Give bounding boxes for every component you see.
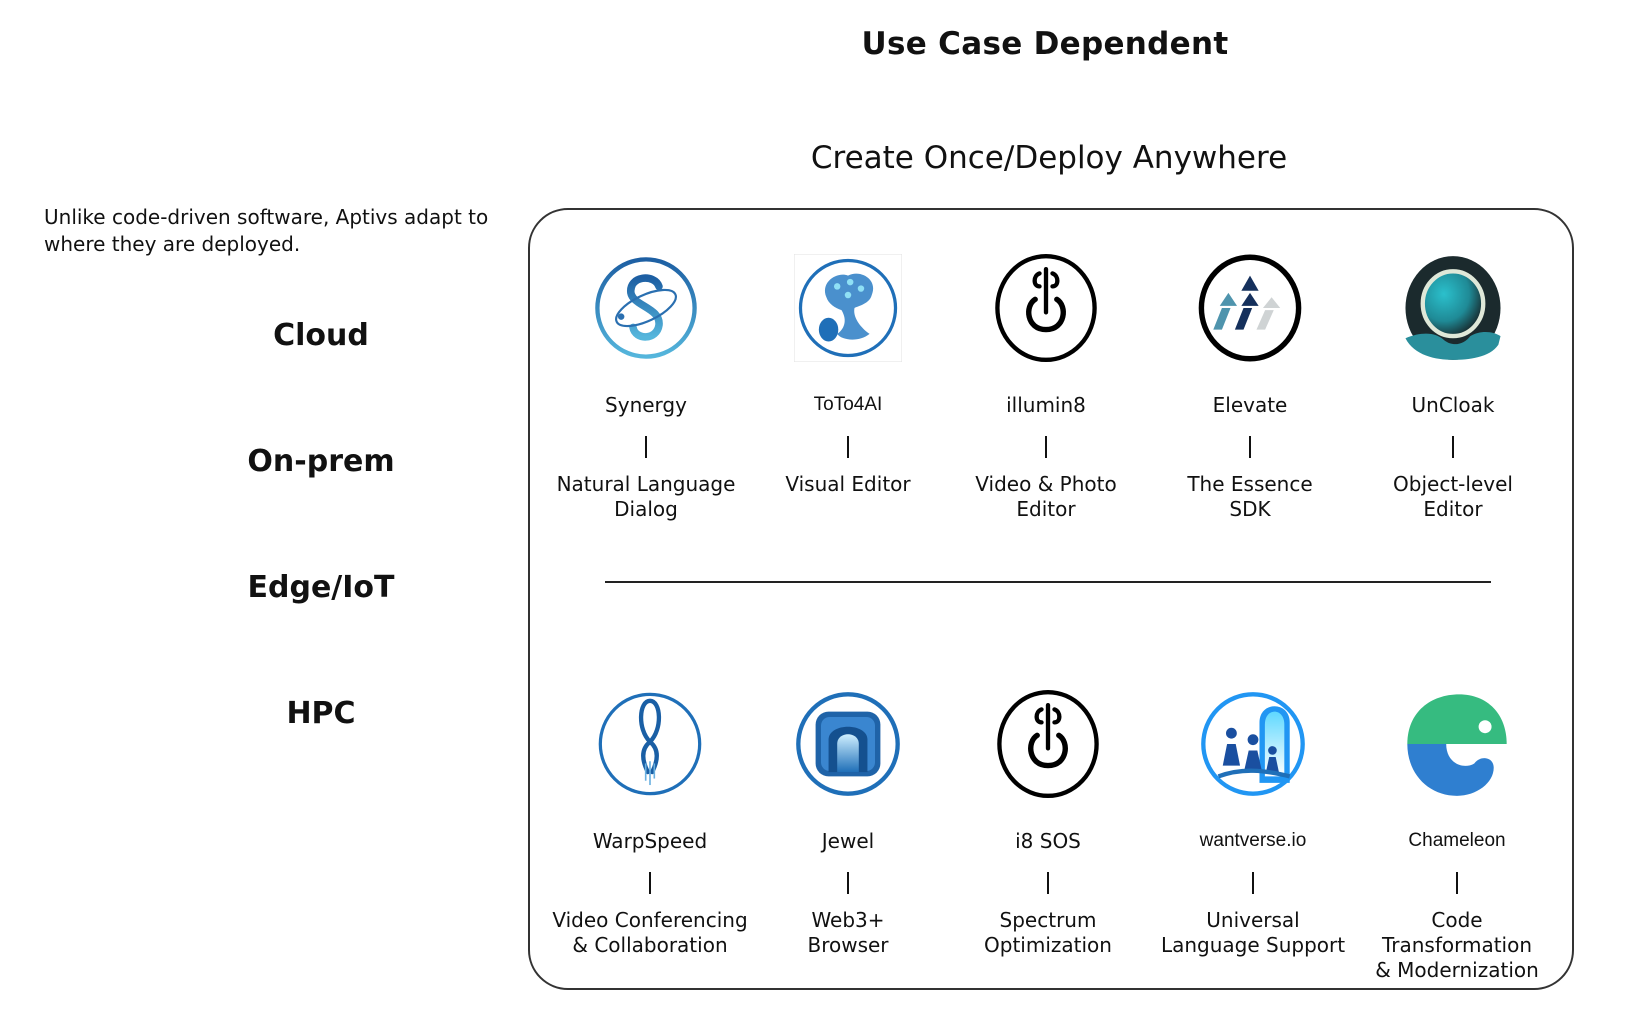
product-description: Web3+ Browser [807, 908, 889, 957]
product-name: wantverse.io [1199, 830, 1307, 851]
env-label-edge-iot: Edge/IoT [247, 570, 395, 605]
section-heading: Create Once/Deploy Anywhere [810, 140, 1288, 176]
elevate-arrows-logo-icon [1196, 254, 1304, 362]
product-name: UnCloak [1411, 393, 1495, 417]
product-description: Video Conferencing & Collaboration [552, 908, 748, 957]
product-card-elevate: Elevate The Essence SDK [1150, 254, 1350, 522]
separator-line [645, 436, 647, 458]
product-card-chameleon: Chameleon Code Transformation & Moderniz… [1357, 690, 1557, 983]
product-description: Object-level Editor [1393, 472, 1513, 521]
product-name: WarpSpeed [592, 829, 708, 853]
page-title: Use Case Dependent [861, 26, 1229, 62]
product-name: Elevate [1212, 393, 1288, 417]
product-description: The Essence SDK [1187, 472, 1313, 521]
product-name: illumin8 [1006, 393, 1086, 417]
separator-line [1252, 872, 1254, 894]
intro-text: Unlike code-driven software, Aptivs adap… [44, 205, 489, 256]
separator-line [1047, 872, 1049, 894]
product-card-warpspeed: WarpSpeed Video Conferencing & Collabora… [550, 690, 750, 958]
i8sos-power-logo-icon [994, 690, 1102, 798]
wantverse-family-logo-icon [1199, 690, 1307, 798]
product-description: Visual Editor [785, 472, 911, 496]
jewel-tunnel-logo-icon [794, 690, 902, 798]
uncloak-orb-logo-icon [1399, 254, 1507, 362]
warpspeed-rocket-logo-icon [596, 690, 704, 798]
product-card-uncloak: UnCloak Object-level Editor [1353, 254, 1553, 522]
separator-line [1452, 436, 1454, 458]
chameleon-c-logo-icon [1403, 690, 1511, 798]
illumin8-power-logo-icon [992, 254, 1100, 362]
product-name: Synergy [605, 393, 687, 417]
product-description: Code Transformation & Modernization [1375, 908, 1539, 982]
product-description: Natural Language Dialog [556, 472, 736, 521]
product-card-illumin8: illumin8 Video & Photo Editor [946, 254, 1146, 522]
separator-line [1249, 436, 1251, 458]
product-card-i8-sos: i8 SOS Spectrum Optimization [948, 690, 1148, 958]
synergy-s-orbit-logo-icon [592, 254, 700, 362]
product-card-jewel: Jewel Web3+ Browser [748, 690, 948, 958]
product-card-wantverse: wantverse.io Universal Language Support [1153, 690, 1353, 958]
row-divider [605, 581, 1491, 583]
product-name: i8 SOS [1015, 829, 1081, 853]
product-card-toto4ai: ToTo4AI Visual Editor [748, 254, 948, 497]
separator-line [1456, 872, 1458, 894]
product-description: Spectrum Optimization [984, 908, 1112, 957]
env-label-on-prem: On-prem [247, 444, 395, 479]
separator-line [847, 872, 849, 894]
env-label-cloud: Cloud [273, 318, 369, 353]
env-label-hpc: HPC [286, 696, 356, 731]
separator-line [847, 436, 849, 458]
product-description: Universal Language Support [1160, 908, 1346, 957]
product-card-synergy: Synergy Natural Language Dialog [546, 254, 746, 522]
toto4ai-brain-tree-logo-icon [794, 254, 902, 362]
product-name: Chameleon [1408, 830, 1506, 851]
product-description: Video & Photo Editor [975, 472, 1117, 521]
separator-line [1045, 436, 1047, 458]
product-name: Jewel [821, 829, 875, 853]
products-panel [528, 208, 1574, 990]
product-name: ToTo4AI [813, 394, 883, 415]
separator-line [649, 872, 651, 894]
